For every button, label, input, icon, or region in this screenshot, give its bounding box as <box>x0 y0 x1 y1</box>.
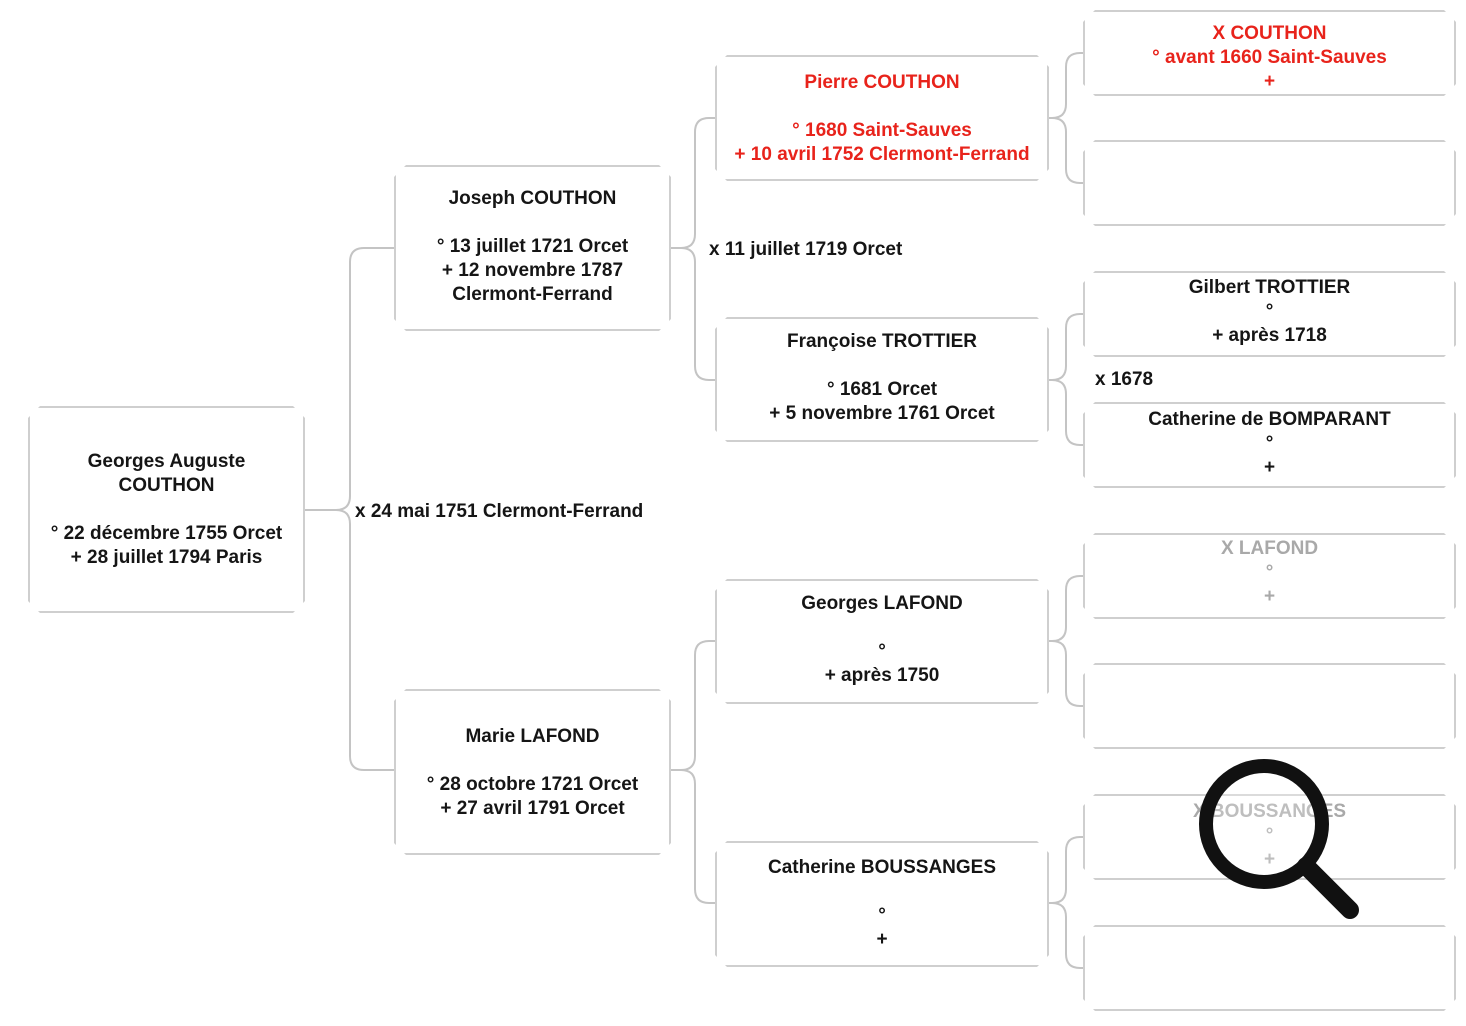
person-birth: ° avant 1660 Saint-Sauves <box>1152 47 1387 68</box>
person-pierre-couthon[interactable]: Pierre COUTHON ° 1680 Saint-Sauves + 10 … <box>715 55 1049 181</box>
person-x-lafond[interactable]: X LAFOND ° + <box>1083 533 1456 619</box>
connector-bracket <box>1049 836 1083 969</box>
person-death: + après 1750 <box>824 665 940 686</box>
person-death: + 28 juillet 1794 Paris <box>70 547 263 568</box>
person-birth: ° 1680 Saint-Sauves <box>792 120 972 141</box>
person-catherine-de-bomparant[interactable]: Catherine de BOMPARANT ° + <box>1083 402 1456 488</box>
person-death: + 10 avril 1752 Clermont-Ferrand <box>734 144 1030 165</box>
connector-bracket <box>1049 52 1083 184</box>
connector-bracket <box>1049 575 1083 707</box>
person-death-place: Clermont-Ferrand <box>452 284 613 305</box>
person-name: Georges Auguste <box>87 451 246 472</box>
person-x-couthon[interactable]: X COUTHON ° avant 1660 Saint-Sauves + <box>1083 10 1456 96</box>
person-name: COUTHON <box>118 475 215 496</box>
person-birth: ° 13 juillet 1721 Orcet <box>436 236 629 257</box>
person-name: X LAFOND <box>1220 538 1319 559</box>
person-birth: ° <box>878 905 886 926</box>
person-name: Georges LAFOND <box>801 593 963 614</box>
person-georges-auguste-couthon[interactable]: Georges Auguste COUTHON ° 22 décembre 17… <box>28 406 305 613</box>
person-joseph-couthon[interactable]: Joseph COUTHON ° 13 juillet 1721 Orcet +… <box>394 165 671 331</box>
person-empty-slot[interactable] <box>1083 140 1456 226</box>
person-death: + après 1718 <box>1212 325 1327 346</box>
person-death: + 27 avril 1791 Orcet <box>440 798 625 819</box>
person-francoise-trottier[interactable]: Françoise TROTTIER ° 1681 Orcet + 5 nove… <box>715 317 1049 442</box>
person-birth: ° 22 décembre 1755 Orcet <box>50 523 283 544</box>
person-georges-lafond[interactable]: Georges LAFOND ° + après 1750 <box>715 579 1049 704</box>
person-name: X COUTHON <box>1212 23 1327 44</box>
marriage-label-paternal-grandparents: x 11 juillet 1719 Orcet <box>709 239 903 260</box>
person-birth: ° <box>1265 433 1274 454</box>
person-birth: ° <box>1265 562 1274 583</box>
person-death: + 12 novembre 1787 <box>441 260 624 281</box>
connector-bracket <box>671 640 715 904</box>
person-name: Catherine BOUSSANGES <box>767 857 997 878</box>
person-x-boussanges[interactable]: X BOUSSANGES ° + <box>1083 794 1456 880</box>
person-birth: ° 1681 Orcet <box>826 379 938 400</box>
person-death: + <box>1263 71 1276 92</box>
person-name: Gilbert TROTTIER <box>1188 277 1351 298</box>
person-name: Catherine de BOMPARANT <box>1148 409 1391 430</box>
person-death: + <box>1263 586 1276 607</box>
connector-bracket <box>305 247 394 771</box>
person-birth: ° <box>878 641 886 662</box>
person-name: Françoise TROTTIER <box>786 331 978 352</box>
connector-bracket <box>671 117 715 381</box>
person-name: Pierre COUTHON <box>804 72 960 93</box>
person-marie-lafond[interactable]: Marie LAFOND ° 28 octobre 1721 Orcet + 2… <box>394 689 671 855</box>
person-catherine-boussanges[interactable]: Catherine BOUSSANGES ° + <box>715 841 1049 967</box>
person-death: + <box>1263 457 1276 478</box>
marriage-label-trottier-bomparant: x 1678 <box>1095 369 1154 390</box>
person-empty-slot[interactable] <box>1083 663 1456 749</box>
person-death: + <box>876 929 888 950</box>
marriage-label-parents: x 24 mai 1751 Clermont-Ferrand <box>355 501 644 522</box>
person-empty-slot[interactable] <box>1083 925 1456 1011</box>
person-name: Joseph COUTHON <box>448 188 617 209</box>
person-birth: ° 28 octobre 1721 Orcet <box>426 774 639 795</box>
person-name: Marie LAFOND <box>465 726 600 747</box>
person-gilbert-trottier[interactable]: Gilbert TROTTIER ° + après 1718 <box>1083 271 1456 357</box>
person-name: X BOUSSANGES <box>1192 801 1206 822</box>
person-birth: ° <box>1265 301 1274 322</box>
person-death: + 5 novembre 1761 Orcet <box>769 403 995 424</box>
person-death: + <box>1085 848 1454 872</box>
magnifier-icon[interactable] <box>1190 750 1370 930</box>
connector-bracket <box>1049 313 1083 446</box>
person-birth: ° <box>1085 824 1454 848</box>
